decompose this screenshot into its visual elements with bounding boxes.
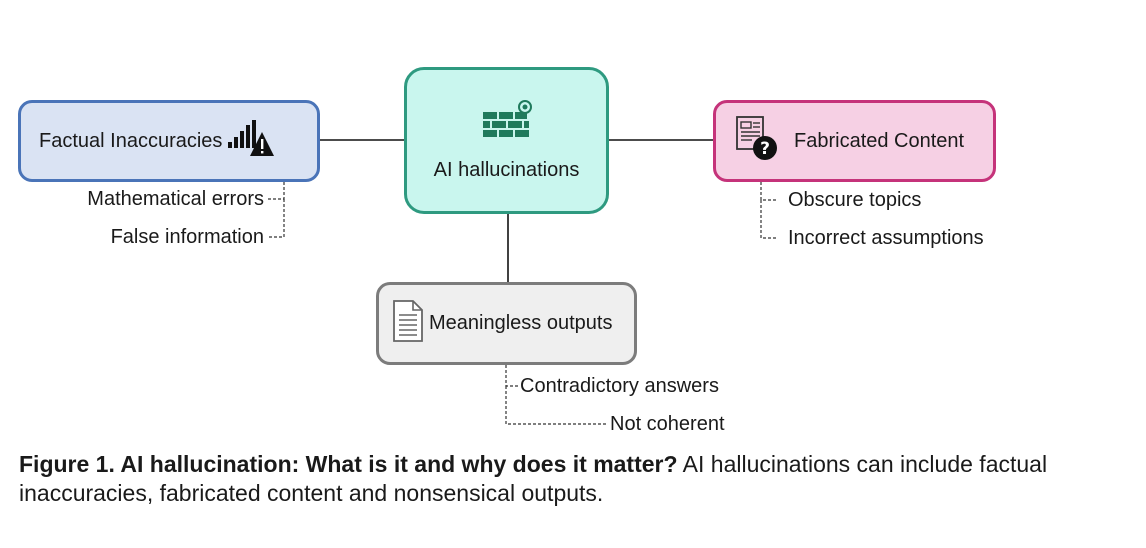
caption-text: AI hallucinations can include factual in… bbox=[19, 451, 1048, 506]
ai-hallucinations-node: AI hallucinations bbox=[404, 67, 609, 214]
leaf-false-information: False information bbox=[110, 226, 264, 248]
document-icon bbox=[391, 299, 425, 348]
ai-hallucinations-label: AI hallucinations bbox=[433, 158, 580, 181]
leaf-mathematical-errors: Mathematical errors bbox=[87, 188, 264, 210]
leaf-not-coherent: Not coherent bbox=[610, 413, 725, 435]
factual-inaccuracies-label: Factual Inaccuracies bbox=[39, 129, 223, 152]
connector-leaf-not-coherent bbox=[505, 386, 607, 425]
leaf-incorrect-assumptions: Incorrect assumptions bbox=[788, 227, 984, 249]
svg-text:?: ? bbox=[760, 139, 770, 159]
leaf-obscure-topics: Obscure topics bbox=[788, 189, 922, 211]
connector-leaf-incorrect-assumptions bbox=[760, 200, 778, 239]
fabricated-content-label: Fabricated Content bbox=[794, 129, 965, 152]
meaningless-outputs-label: Meaningless outputs bbox=[429, 312, 613, 334]
leaf-contradictory-answers: Contradictory answers bbox=[520, 375, 719, 397]
fabricated-content-node: ? Fabricated Content bbox=[713, 100, 996, 182]
factual-inaccuracies-node: Factual Inaccuracies bbox=[18, 100, 320, 182]
connector-leaf-obscure-topics bbox=[760, 182, 778, 201]
figure-caption: Figure 1. AI hallucination: What is it a… bbox=[19, 450, 1129, 508]
connector-leaf-contradictory-answers bbox=[505, 365, 518, 387]
connector-leaf-mathematical-errors bbox=[268, 182, 285, 200]
brick-wall-icon bbox=[481, 99, 533, 149]
bar-chart-warning-icon bbox=[226, 118, 276, 165]
newspaper-question-icon: ? bbox=[734, 114, 782, 169]
caption-title: Figure 1. AI hallucination: What is it a… bbox=[19, 451, 678, 477]
connector-leaf-false-information bbox=[268, 199, 285, 238]
meaningless-outputs-node: Meaningless outputs bbox=[376, 282, 637, 365]
